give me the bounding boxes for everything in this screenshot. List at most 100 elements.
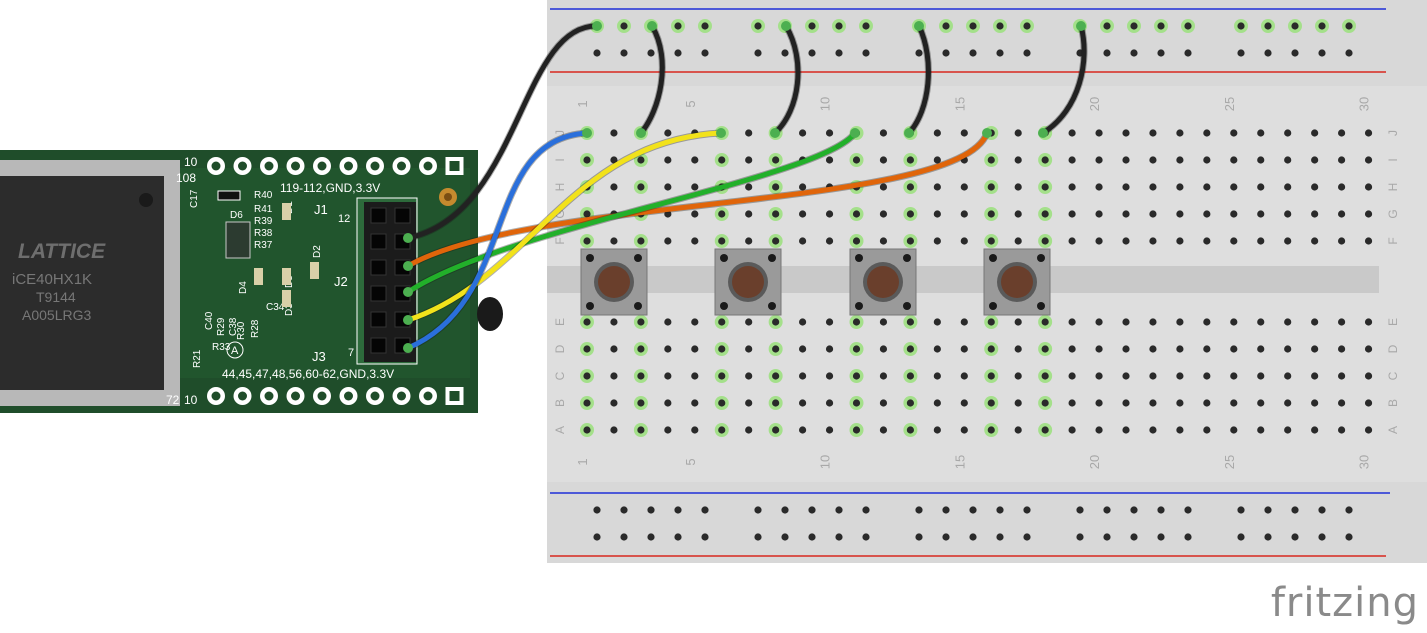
- hole: [1176, 237, 1184, 245]
- hole: [772, 183, 780, 191]
- hole: [1338, 210, 1346, 218]
- rail-hole: [701, 49, 709, 57]
- hole: [637, 345, 645, 353]
- hole: [1176, 129, 1184, 137]
- rail-hole: [1103, 49, 1111, 57]
- rail-hole: [1157, 506, 1165, 514]
- row-label: A: [553, 426, 567, 434]
- hole: [852, 318, 861, 326]
- hole: [1257, 345, 1265, 353]
- rail-hole: [647, 49, 655, 57]
- column-number-bottom: 15: [952, 455, 967, 469]
- component-d6: [217, 190, 241, 201]
- hole: [1095, 345, 1103, 353]
- wire-end: [1038, 128, 1048, 138]
- hole: [933, 426, 941, 434]
- rail-hole: [996, 506, 1004, 514]
- rail-hole: [781, 506, 789, 514]
- hole: [1311, 156, 1319, 164]
- rail-hole: [593, 49, 601, 57]
- row-label: J: [553, 130, 567, 136]
- hole: [1014, 399, 1022, 407]
- hole: [1257, 399, 1265, 407]
- push-buttons: [580, 248, 1051, 316]
- chip-pin1-dot: [139, 193, 153, 207]
- header-pad-hole: [397, 161, 406, 171]
- wire-end: [403, 261, 413, 271]
- hole: [879, 210, 888, 218]
- wire-end: [914, 21, 924, 31]
- component-led-d2: [310, 262, 319, 279]
- hole: [987, 183, 995, 191]
- hole: [610, 237, 618, 245]
- hole: [1041, 399, 1049, 407]
- row-label: B: [1386, 399, 1400, 407]
- hole: [1095, 372, 1103, 380]
- hole: [1149, 399, 1157, 407]
- rail-hole: [969, 506, 977, 514]
- hole: [1203, 372, 1211, 380]
- hole: [1095, 210, 1103, 218]
- hole: [637, 237, 645, 245]
- rail-hole: [915, 49, 923, 57]
- rail-hole: [781, 533, 789, 541]
- rail-hole: [1237, 533, 1245, 541]
- column-number-bottom: 1: [575, 458, 590, 465]
- hole: [1257, 183, 1265, 191]
- hole: [1364, 426, 1373, 434]
- header-pad-hole: [344, 391, 353, 401]
- column-number-top: 20: [1087, 97, 1102, 111]
- hole: [691, 399, 699, 407]
- hole: [1364, 345, 1373, 353]
- component-resistor-pack: [225, 221, 251, 259]
- rail-hole: [808, 506, 816, 514]
- column-number-top: 15: [952, 97, 967, 111]
- hole: [610, 129, 618, 137]
- hole: [1284, 210, 1292, 218]
- hole: [772, 156, 780, 164]
- wire-black: [638, 23, 665, 136]
- row-label: C: [553, 371, 567, 380]
- hole: [1176, 318, 1184, 326]
- socket-hole: [370, 233, 387, 250]
- hole: [1230, 129, 1238, 137]
- hole: [825, 318, 834, 326]
- header-bottom-pads: [207, 387, 464, 405]
- hole: [1338, 345, 1346, 353]
- hole: [825, 210, 834, 218]
- column-number-bottom: 20: [1087, 455, 1102, 469]
- silk-label: R41: [254, 204, 273, 215]
- rail-hole: [1264, 533, 1272, 541]
- hole: [960, 237, 968, 245]
- hole: [852, 372, 861, 380]
- hole: [1257, 237, 1265, 245]
- hole: [772, 372, 780, 380]
- row-label: D: [553, 344, 567, 353]
- hole: [825, 399, 834, 407]
- hole: [906, 345, 915, 353]
- hole: [933, 156, 941, 164]
- wire-end: [592, 21, 602, 31]
- hole: [637, 399, 645, 407]
- button-cap: [732, 266, 764, 298]
- rail-hole: [647, 533, 655, 541]
- hole: [745, 210, 753, 218]
- hole: [1068, 210, 1076, 218]
- hole: [637, 183, 645, 191]
- rail-hole: [862, 533, 870, 541]
- hole: [799, 237, 807, 245]
- rail-hole: [1023, 506, 1031, 514]
- rail-hole: [620, 49, 628, 57]
- breadboard-top-power-panel: [547, 0, 1427, 86]
- hole: [1284, 372, 1292, 380]
- hole: [745, 183, 753, 191]
- led-symbol: A: [231, 345, 239, 357]
- hole: [1176, 210, 1184, 218]
- connector-j1: J1: [314, 202, 328, 217]
- header-pad-hole: [423, 391, 433, 401]
- hole: [1257, 210, 1265, 218]
- column-number-top: 30: [1357, 97, 1372, 111]
- hole: [1203, 156, 1211, 164]
